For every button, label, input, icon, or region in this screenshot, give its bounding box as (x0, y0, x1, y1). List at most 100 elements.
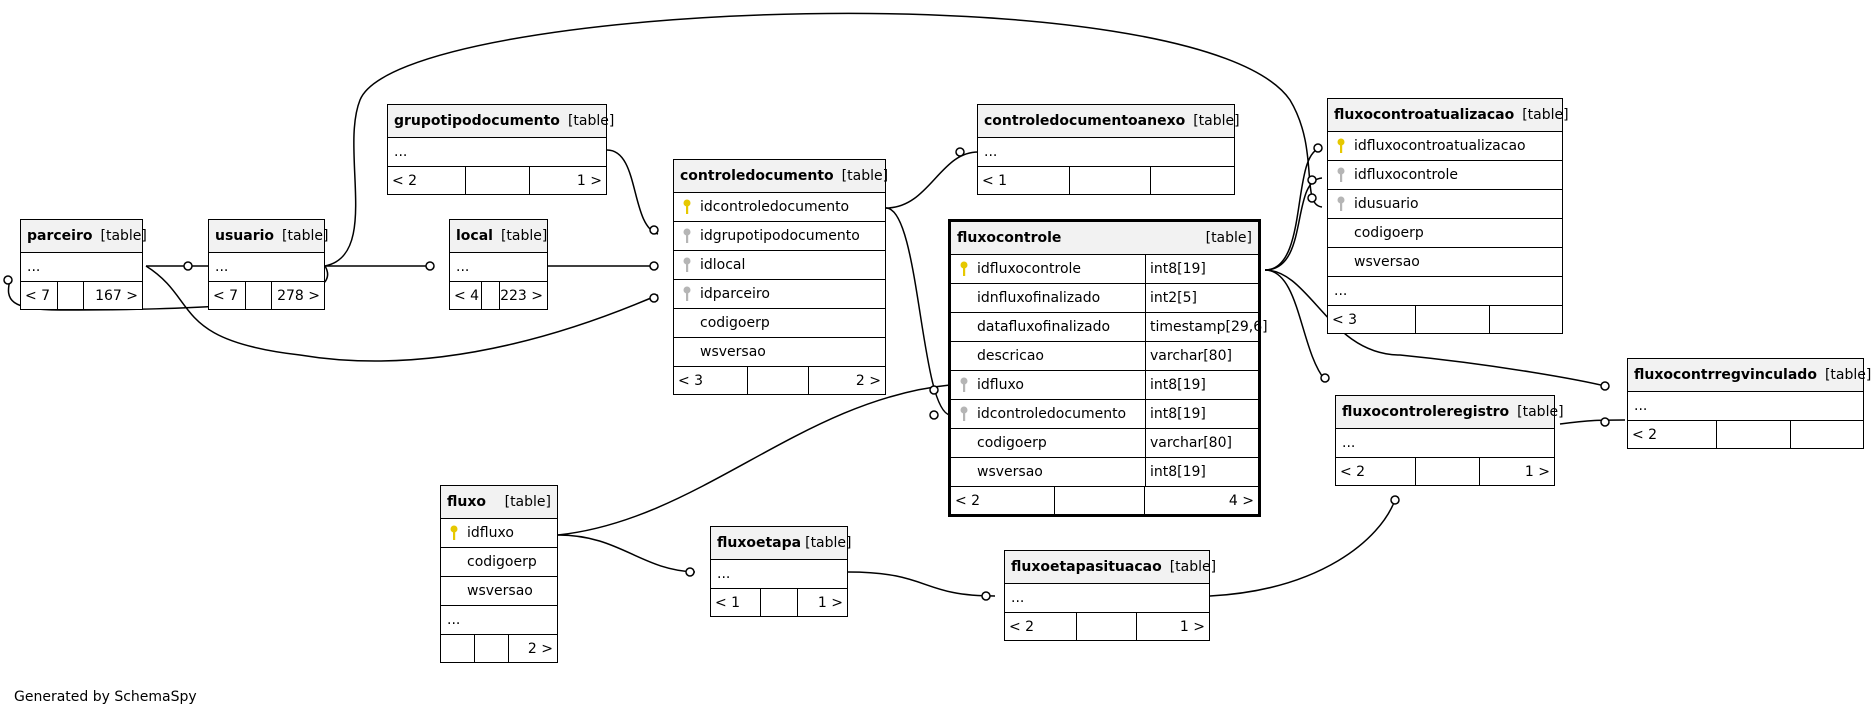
table-usuario[interactable]: usuario [table] ... < 7 278 > (208, 219, 328, 310)
edge-end-circle (1390, 495, 1400, 505)
table-fluxocontroatualizacao[interactable]: fluxocontroatualizacao [table] idfluxoco… (1327, 98, 1569, 334)
column-row: wsversao (1328, 248, 1562, 277)
column-name: idfluxo (467, 525, 514, 541)
edge-controledocumento-anexo (885, 151, 981, 209)
column-row: idparceiro (674, 280, 885, 309)
table-controledocumentoanexo[interactable]: controledocumentoanexo [table] ... < 1 (977, 104, 1240, 195)
table-footer: < 2 1 > (388, 167, 606, 194)
column-name: ... (1634, 398, 1648, 414)
table-name: fluxo (447, 494, 486, 510)
parents-count: < 2 (388, 167, 466, 194)
table-kind: [table] (1824, 367, 1872, 383)
children-count: 167 > (95, 287, 138, 304)
edge-end-circle (981, 591, 991, 601)
column-row: ... (1005, 584, 1209, 613)
table-kind: [table] (504, 494, 551, 510)
table-fluxocontrole[interactable]: fluxocontrole [table] idfluxocontrole in… (948, 219, 1268, 517)
children-count: 1 > (1179, 618, 1205, 635)
column-name: ... (456, 259, 470, 275)
rows-count (482, 282, 500, 309)
column-name: ... (394, 144, 408, 160)
table-name: fluxocontroleregistro (1342, 404, 1510, 420)
edge-end-circle (929, 385, 939, 395)
table-footer: < 2 (1628, 421, 1863, 448)
table-local[interactable]: local [table] ... < 4 223 > (449, 219, 548, 310)
table-kind: [table] (500, 228, 548, 244)
column-name: idcontroledocumento (977, 406, 1127, 422)
column-name: wsversao (1354, 254, 1420, 270)
parents-count: < 7 (209, 282, 246, 309)
column-row: ... (21, 253, 142, 282)
edge-end-circle (649, 293, 659, 303)
column-row: wsversao (441, 577, 557, 606)
column-name: idcontroledocumento (700, 199, 850, 215)
table-header: grupotipodocumento [table] (388, 105, 614, 138)
column-row: codigoerp (441, 548, 557, 577)
table-name: fluxocontrole (957, 230, 1062, 246)
parents-count: < 1 (978, 167, 1070, 194)
table-kind: [table] (1193, 113, 1240, 129)
parents-count: < 2 (1005, 613, 1077, 640)
table-footer: < 2 1 > (1005, 613, 1209, 640)
table-footer: < 7 167 > (21, 282, 142, 309)
column-row: ... (711, 560, 847, 589)
column-type: int2[5] (1145, 284, 1197, 312)
children-count (1791, 421, 1863, 448)
table-fluxocontrregvinculado[interactable]: fluxocontrregvinculado [table] ... < 2 (1627, 358, 1871, 449)
column-name: idfluxocontrole (1354, 167, 1459, 183)
table-header: fluxocontrole [table] (951, 222, 1258, 255)
parents-count (441, 635, 475, 662)
table-grupotipodocumento[interactable]: grupotipodocumento [table] ... < 2 1 > (387, 104, 614, 195)
table-header: controledocumento [table] (674, 160, 888, 193)
table-fluxoetapa[interactable]: fluxoetapa [table] ... < 1 1 > (710, 526, 852, 617)
column-type: int8[19] (1145, 371, 1206, 399)
table-fluxoetapasituacao[interactable]: fluxoetapasituacao [table] ... < 2 1 > (1004, 550, 1216, 641)
table-kind: [table] (1205, 230, 1252, 246)
edge-fluxocontrole-fluxocontroatualizacao-a (1264, 147, 1323, 271)
column-row: idfluxo int8[19] (951, 371, 1258, 400)
rows-count (1070, 167, 1151, 194)
table-kind: [table] (1522, 107, 1569, 123)
edge-end-circle (3, 275, 13, 285)
table-kind: [table] (1517, 404, 1564, 420)
table-footer: < 3 (1328, 306, 1562, 333)
column-name: codigoerp (700, 315, 770, 331)
edge-fluxoetapa-fluxoetapasituacao (847, 571, 996, 597)
parents-count: < 4 (450, 282, 482, 309)
table-fluxocontroleregistro[interactable]: fluxocontroleregistro [table] ... < 2 1 … (1335, 395, 1564, 486)
children-count: 223 > (500, 287, 543, 304)
edge-fluxocontrole-fluxocontroatualizacao-b (1264, 177, 1323, 271)
rows-count (475, 635, 509, 662)
table-name: controledocumento (680, 168, 834, 184)
edge-end-circle (649, 225, 659, 235)
column-name: codigoerp (467, 554, 537, 570)
table-controledocumento[interactable]: controledocumento [table] idcontroledocu… (673, 159, 888, 395)
table-name: local (456, 228, 493, 244)
table-name: usuario (215, 228, 275, 244)
table-parceiro[interactable]: parceiro [table] ... < 7 167 > (20, 219, 147, 310)
table-fluxo[interactable]: fluxo [table] idfluxo codigoerp wsversao… (440, 485, 558, 663)
column-name: ... (27, 259, 41, 275)
edge-end-circle (1307, 193, 1317, 203)
edge-end-circle (1600, 381, 1610, 391)
column-row: datafluxofinalizado timestamp[29,6] (951, 313, 1268, 342)
column-name: wsversao (467, 583, 533, 599)
edge-end-circle (1600, 417, 1610, 427)
column-type: varchar[80] (1145, 429, 1232, 457)
table-name: fluxocontrregvinculado (1634, 367, 1817, 383)
parents-count: < 1 (711, 589, 761, 616)
edge-fluxo-fluxoetapa (557, 534, 696, 573)
table-name: fluxocontroatualizacao (1334, 107, 1515, 123)
table-header: usuario [table] (209, 220, 328, 253)
children-count: 2 > (527, 640, 553, 657)
column-row: idlocal (674, 251, 885, 280)
table-header: fluxoetapa [table] (711, 527, 852, 560)
column-type: int8[19] (1145, 400, 1206, 428)
column-row: ... (450, 253, 547, 282)
column-name: datafluxofinalizado (977, 319, 1111, 335)
primary-key-icon (1337, 138, 1345, 153)
column-row: wsversao (674, 338, 885, 367)
column-name: wsversao (977, 464, 1043, 480)
edge-grupotipodocumento-controledocumento (606, 149, 659, 235)
